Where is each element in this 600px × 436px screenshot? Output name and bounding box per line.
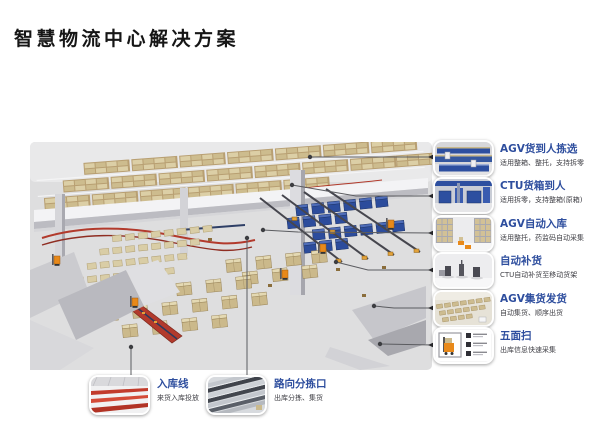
agv-auto-inbound-thumb <box>433 215 494 252</box>
agv-consolidation-dispatch-thumb <box>433 290 494 327</box>
callout-five-side-scanner: 五面扫 出库信息快速采集 <box>433 327 556 364</box>
upper-rack-rows <box>36 137 443 210</box>
ctu-case-to-person-thumb <box>433 177 494 214</box>
red-conveyor-hall-icon <box>91 377 148 413</box>
callout-agv-consolidation-dispatch: AGV集货发货 自动集货、顺序出货 <box>433 290 567 327</box>
callout-subtitle: CTU自动补货至移动货架 <box>500 271 578 280</box>
callout-title: AGV货到人拣选 <box>500 143 578 155</box>
callout-inbound-line: 入库线 来货入库投放 <box>89 375 199 415</box>
callout-title: 入库线 <box>157 378 189 390</box>
sorting-conveyor-icon <box>208 377 265 413</box>
callout-subtitle: 适用整箱、整托，支持拆零 <box>500 159 584 168</box>
callout-title: AGV集货发货 <box>500 293 567 305</box>
callout-agv-goods-to-person: AGV货到人拣选 适用整箱、整托，支持拆零 <box>433 140 584 177</box>
callout-title: CTU货箱到人 <box>500 180 566 192</box>
callout-route-sorting-outlet: 路向分拣口 出库分拣、集货 <box>206 375 327 415</box>
callout-title: 自动补货 <box>500 255 542 267</box>
callout-ctu-case-to-person: CTU货箱到人 适用拆零，支持整箱(原箱) <box>433 177 582 214</box>
callout-title: AGV自动入库 <box>500 218 567 230</box>
rack-aisle-icon <box>435 217 492 250</box>
warehouse-scene-svg <box>30 137 443 370</box>
callout-auto-replenishment: 自动补货 CTU自动补货至移动货架 <box>433 252 577 289</box>
auto-replenishment-thumb <box>433 252 494 289</box>
callout-subtitle: 出库信息快速采集 <box>500 346 556 355</box>
route-sorting-outlet-thumb <box>206 375 267 415</box>
agv-picking-icon <box>435 142 492 175</box>
five-side-scanner-thumb <box>433 327 494 364</box>
page-title: 智慧物流中心解决方案 <box>14 28 240 50</box>
inbound-line-thumb <box>89 375 150 415</box>
scanner-gate-forklift-icon <box>435 329 492 362</box>
callout-subtitle: 适用整托，药监码自动采集 <box>500 234 584 243</box>
callout-subtitle: 来货入库投放 <box>157 394 199 403</box>
callout-title: 路向分拣口 <box>274 378 327 390</box>
callout-subtitle: 适用拆零，支持整箱(原箱) <box>500 196 583 205</box>
staging-pallets-icon <box>435 292 492 325</box>
ctu-robot-icon <box>435 179 492 212</box>
callout-agv-auto-inbound: AGV自动入库 适用整托，药监码自动采集 <box>433 215 584 252</box>
warehouse-3d-illustration <box>30 137 443 370</box>
agv-goods-to-person-thumb <box>433 140 494 177</box>
mobile-shelf-robots-icon <box>435 254 492 287</box>
callout-subtitle: 出库分拣、集货 <box>274 394 323 403</box>
callout-subtitle: 自动集货、顺序出货 <box>500 309 563 318</box>
callout-title: 五面扫 <box>500 330 532 342</box>
